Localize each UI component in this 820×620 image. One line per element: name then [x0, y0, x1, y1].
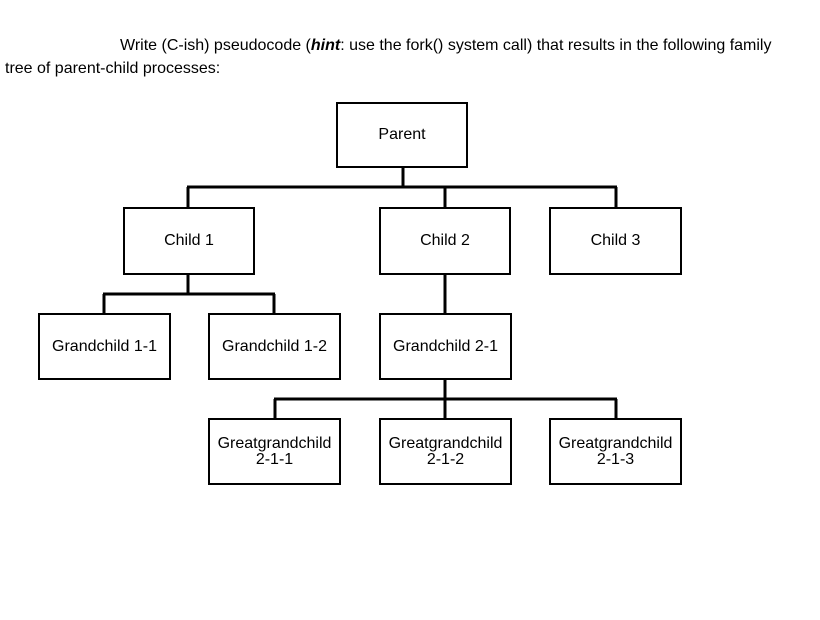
node-child-2: Child 2: [379, 207, 511, 275]
prompt-line2: tree of parent-child processes:: [5, 60, 221, 77]
node-greatgrandchild-2-1-2-label: Greatgrandchild 2-1-2: [388, 434, 503, 468]
node-child-2-label: Child 2: [420, 232, 470, 249]
node-parent-label: Parent: [378, 126, 426, 143]
node-grandchild-1-2: Grandchild 1-2: [208, 313, 341, 380]
node-grandchild-1-1: Grandchild 1-1: [38, 313, 171, 380]
node-grandchild-2-1-label: Grandchild 2-1: [393, 337, 498, 355]
node-greatgrandchild-2-1-3: Greatgrandchild 2-1-3: [549, 418, 682, 485]
question-prompt: Write (C-ish) pseudocode (hint: use the …: [5, 34, 810, 80]
node-grandchild-1-2-label: Grandchild 1-2: [222, 337, 327, 355]
node-child-1: Child 1: [123, 207, 255, 275]
prompt-line1-end: : use the fork() system call) that resul…: [340, 37, 772, 54]
node-grandchild-1-1-label: Grandchild 1-1: [52, 337, 157, 355]
node-greatgrandchild-2-1-2: Greatgrandchild 2-1-2: [379, 418, 512, 485]
node-greatgrandchild-2-1-1: Greatgrandchild 2-1-1: [208, 418, 341, 485]
node-grandchild-2-1: Grandchild 2-1: [379, 313, 512, 380]
node-parent: Parent: [336, 102, 468, 168]
prompt-line1-start: Write (C-ish) pseudocode (: [120, 37, 311, 54]
prompt-hint: hint: [310, 37, 341, 54]
node-child-3-label: Child 3: [590, 232, 641, 249]
node-child-3: Child 3: [549, 207, 682, 275]
node-greatgrandchild-2-1-3-label: Greatgrandchild 2-1-3: [558, 434, 673, 468]
node-greatgrandchild-2-1-1-label: Greatgrandchild 2-1-1: [217, 434, 332, 468]
node-child-1-label: Child 1: [164, 232, 214, 249]
